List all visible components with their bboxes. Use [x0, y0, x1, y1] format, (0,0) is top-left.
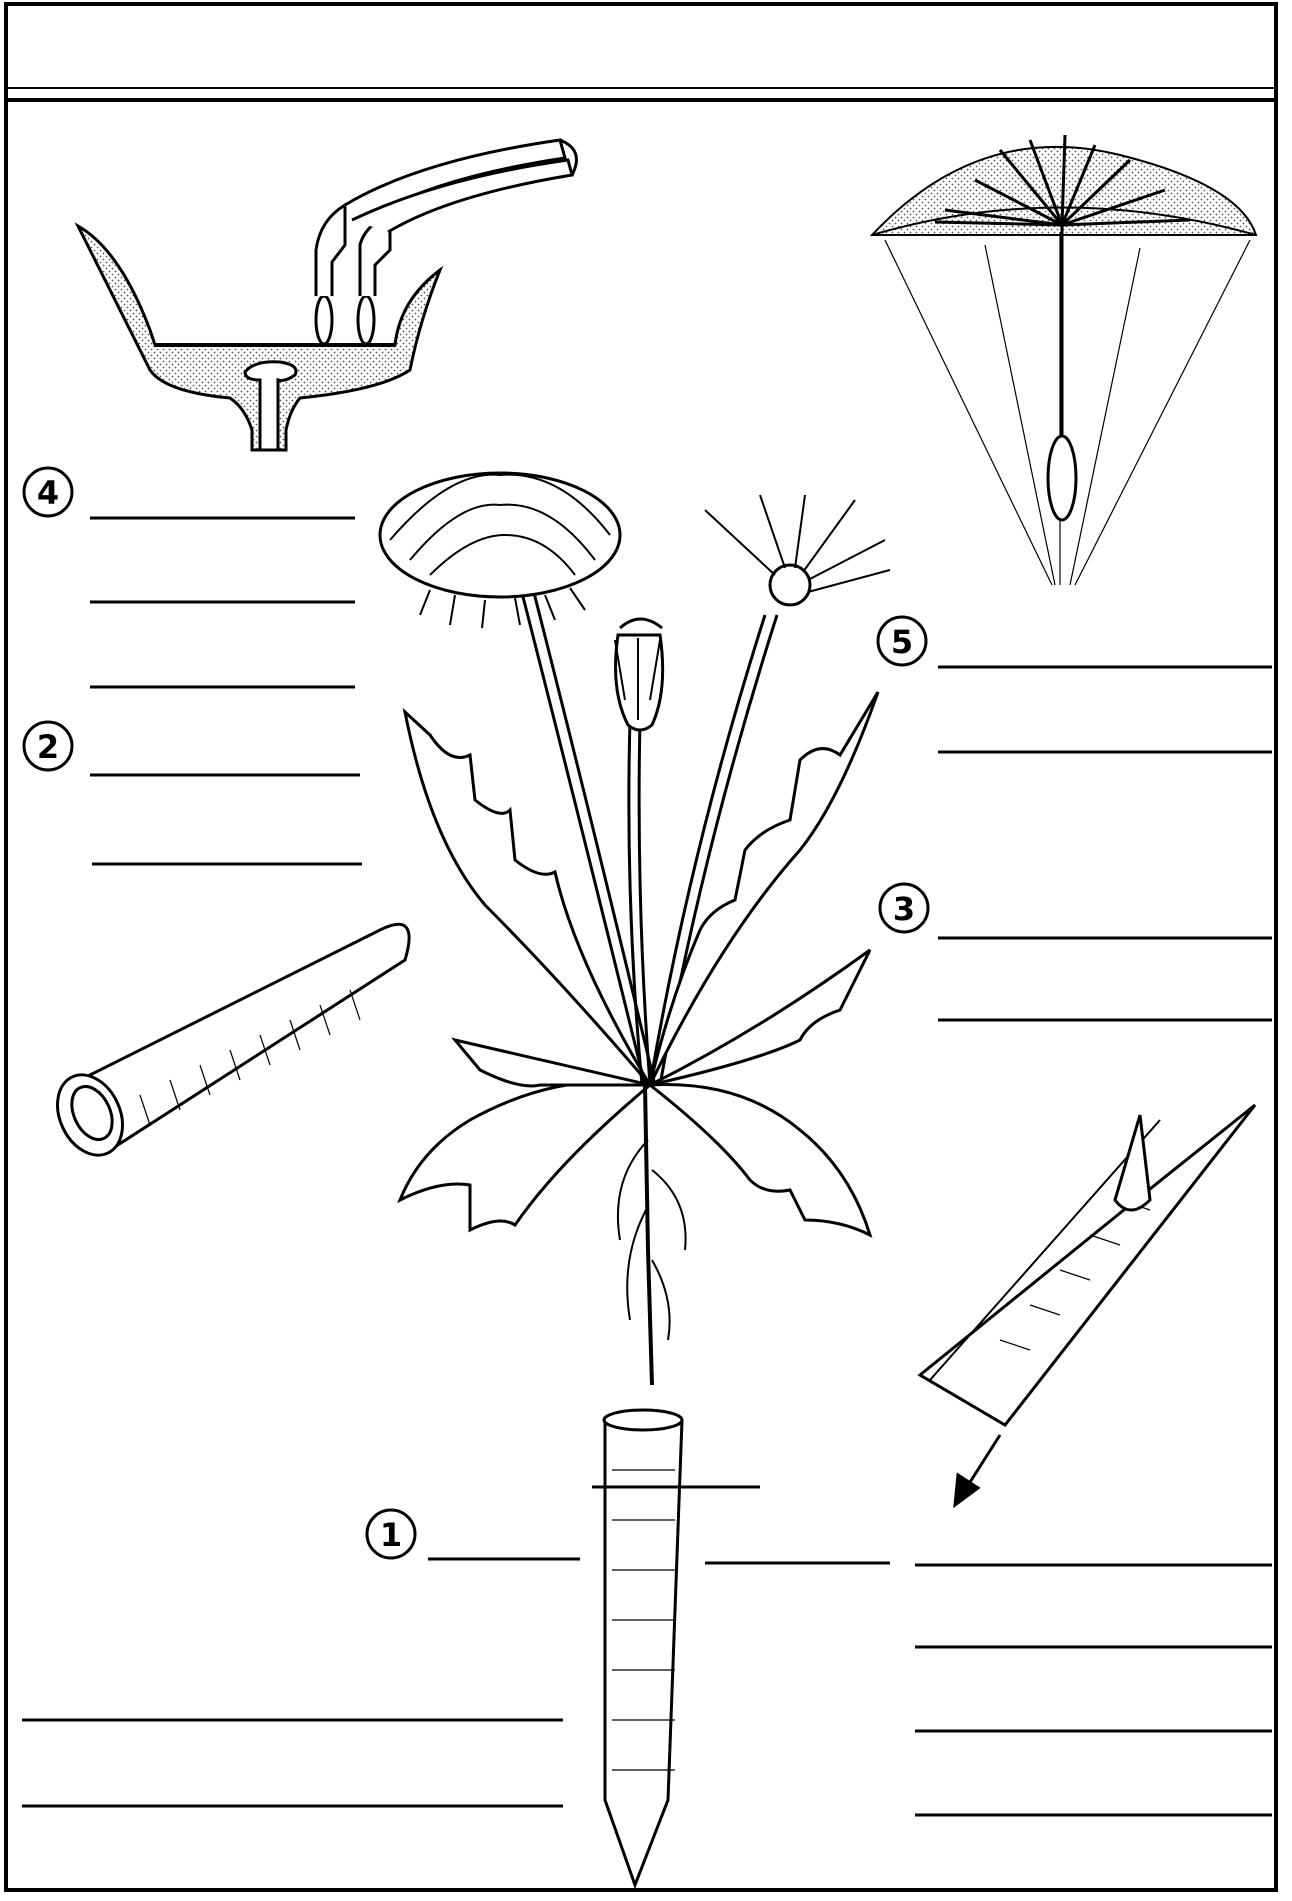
seed-parachute-icon: [872, 135, 1256, 585]
marker-5: 5: [878, 617, 926, 665]
taproot-icon: [604, 1410, 682, 1885]
leaf-edge-detail-icon: [920, 1105, 1255, 1505]
marker-2: 2: [24, 722, 72, 770]
marker-4: 4: [24, 468, 72, 516]
marker-2-label: 2: [37, 728, 59, 766]
marker-5-label: 5: [891, 623, 913, 661]
marker-1-label: 1: [380, 1516, 402, 1554]
marker-1: 1: [367, 1510, 415, 1558]
marker-4-label: 4: [37, 474, 59, 512]
title-box: [10, 8, 1272, 86]
marker-3-label: 3: [893, 890, 915, 928]
hollow-stem-icon: [45, 924, 409, 1165]
marker-3: 3: [880, 884, 928, 932]
floret-cross-section-icon: [78, 140, 576, 450]
dandelion-plant-icon: [380, 473, 890, 1385]
